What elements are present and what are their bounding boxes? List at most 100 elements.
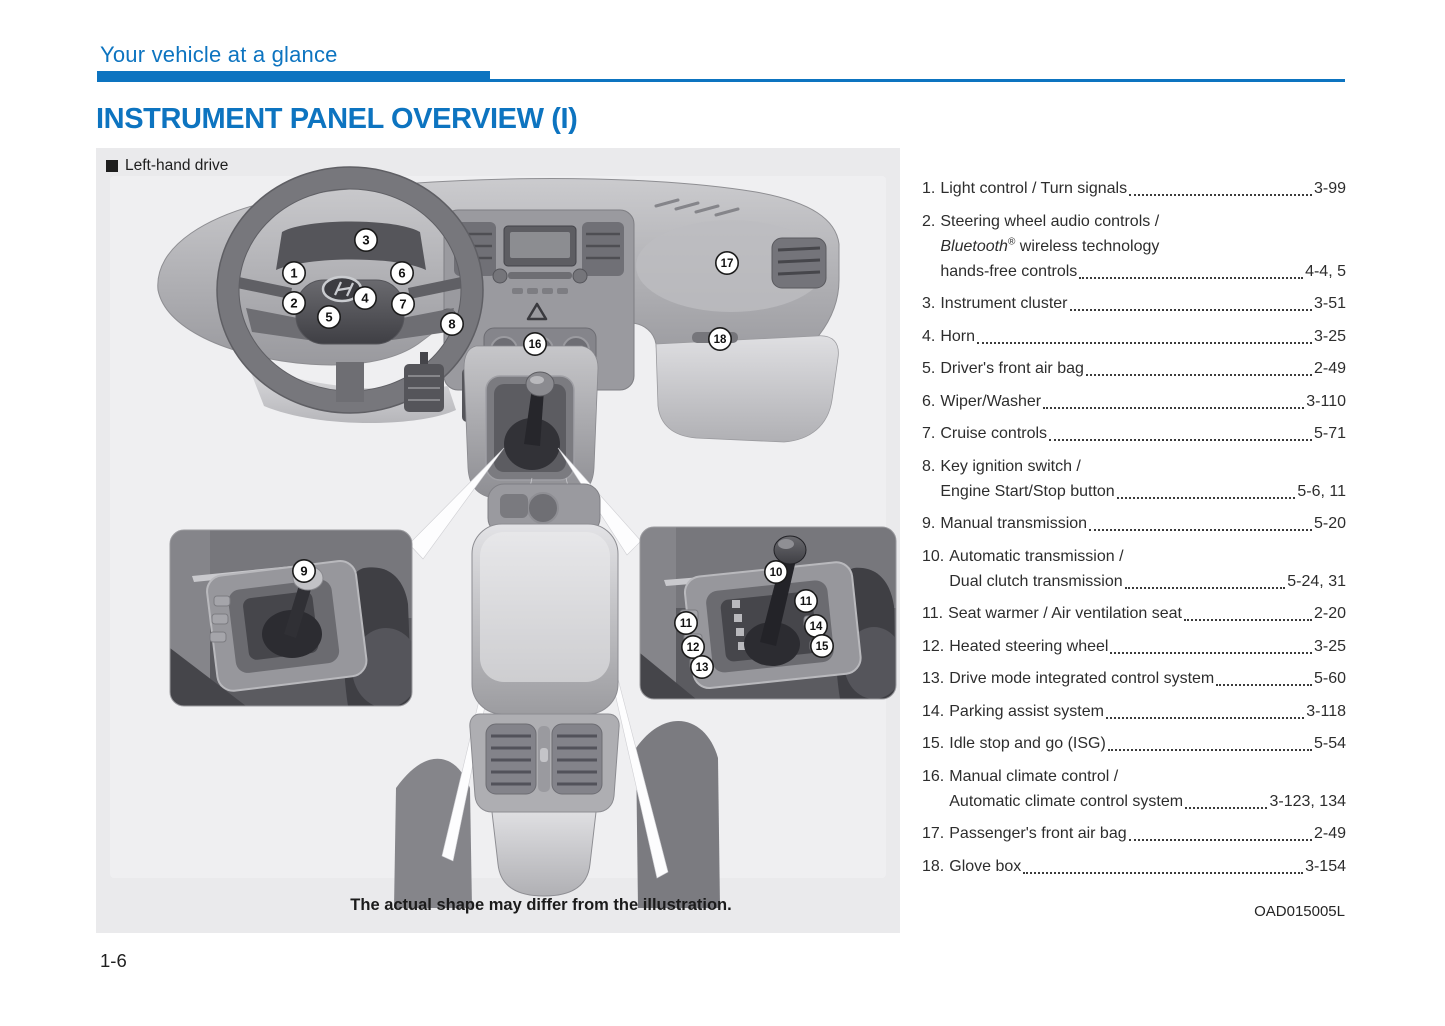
toc-item-page-ref: 5-71 bbox=[1313, 425, 1346, 442]
dot-leader bbox=[1216, 684, 1312, 686]
toc-item-number: 5. bbox=[922, 360, 936, 377]
svg-text:14: 14 bbox=[810, 621, 823, 633]
callout-16: 16 bbox=[522, 332, 547, 357]
callout-17: 17 bbox=[714, 251, 739, 276]
toc-item-label: Light control / Turn signals bbox=[940, 180, 1128, 197]
dot-leader bbox=[1107, 749, 1312, 751]
wiper-stalk bbox=[408, 276, 468, 299]
toc-item-number: 13. bbox=[922, 670, 945, 687]
toc-item: 16.Manual climate control /Automatic cli… bbox=[922, 764, 1346, 814]
drive-type-text: Left-hand drive bbox=[125, 157, 229, 174]
dot-leader bbox=[1129, 194, 1312, 196]
svg-text:5: 5 bbox=[325, 310, 332, 325]
toc-item: 7.Cruise controls 5-71 bbox=[922, 421, 1346, 446]
dot-leader bbox=[1023, 871, 1304, 874]
toc-item: 8.Key ignition switch /Engine Start/Stop… bbox=[922, 454, 1346, 504]
toc-item-label: Cruise controls bbox=[940, 425, 1048, 442]
toc-item-label: Heated steering wheel bbox=[949, 637, 1109, 655]
toc-item-label: Driver's front air bag bbox=[940, 360, 1084, 377]
toc-item-label: Glove box bbox=[949, 857, 1022, 875]
toc-item-label: Manual climate control / bbox=[949, 767, 1119, 785]
inset-automatic-transmission bbox=[639, 526, 897, 700]
turn-signal-stalk bbox=[232, 276, 292, 299]
dot-leader bbox=[1128, 839, 1312, 841]
svg-text:3: 3 bbox=[362, 233, 369, 248]
toc-item-label: Manual transmission bbox=[940, 515, 1088, 532]
callout-1: 1 bbox=[282, 261, 307, 286]
callout-12: 12 bbox=[680, 634, 705, 659]
drive-type-label: Left-hand drive bbox=[106, 157, 228, 175]
hazard-button-icon bbox=[526, 302, 548, 321]
toc-item-label: Automatic transmission / bbox=[949, 547, 1124, 565]
toc-item: 2.Steering wheel audio controls / Bluetoo… bbox=[922, 209, 1346, 284]
svg-text:2: 2 bbox=[290, 296, 297, 311]
toc-item-number: 1. bbox=[922, 180, 936, 197]
square-bullet-icon bbox=[106, 160, 118, 172]
svg-text:16: 16 bbox=[529, 339, 542, 351]
toc-item-page-ref: 5-24, 31 bbox=[1287, 572, 1346, 590]
toc-item-number: 18. bbox=[922, 857, 945, 875]
dot-leader bbox=[1185, 806, 1268, 809]
toc-item-number: 4. bbox=[922, 327, 936, 345]
toc-item: 13.Drive mode integrated control system 5… bbox=[922, 666, 1346, 691]
callout-9: 9 bbox=[292, 558, 317, 583]
toc-item-page-ref: 3-99 bbox=[1313, 180, 1346, 197]
svg-text:17: 17 bbox=[721, 258, 734, 270]
toc-item-number: 8. bbox=[922, 457, 936, 475]
dot-leader bbox=[1183, 619, 1312, 621]
dot-leader bbox=[1116, 496, 1296, 499]
toc-item: 1.Light control / Turn signals 3-99 bbox=[922, 176, 1346, 201]
toc-item-label: Wiper/Washer bbox=[940, 392, 1042, 410]
dot-leader bbox=[1049, 439, 1312, 441]
dot-leader bbox=[977, 341, 1312, 344]
dot-leader bbox=[1089, 529, 1312, 531]
side-air-vent bbox=[771, 237, 827, 289]
dot-leader bbox=[1069, 309, 1312, 311]
toc-item-page-ref: 3-110 bbox=[1306, 392, 1346, 410]
callout-15: 15 bbox=[809, 633, 834, 658]
toc-item-page-ref: 3-123, 134 bbox=[1269, 792, 1346, 810]
toc-item-number: 12. bbox=[922, 637, 945, 655]
toc-item-number: 6. bbox=[922, 392, 936, 410]
toc-item-number: 2. bbox=[922, 212, 936, 230]
toc-item-label: Parking assist system bbox=[949, 702, 1104, 720]
seat-left bbox=[394, 758, 472, 908]
svg-text:1: 1 bbox=[290, 266, 297, 281]
toc-item: 12.Heated steering wheel 3-25 bbox=[922, 634, 1346, 659]
dot-leader bbox=[1110, 651, 1312, 654]
defroster-vent bbox=[654, 198, 740, 217]
svg-text:18: 18 bbox=[714, 334, 727, 346]
header-rule bbox=[490, 79, 1345, 82]
svg-text:15: 15 bbox=[816, 641, 829, 653]
toc-item-page-ref: 3-154 bbox=[1305, 857, 1346, 875]
toc-item-page-ref: 3-25 bbox=[1313, 637, 1346, 655]
rear-air-vents bbox=[485, 723, 603, 795]
callout-13: 13 bbox=[689, 654, 714, 679]
toc-item-page-ref: 5-60 bbox=[1313, 670, 1346, 687]
toc-item-label: Steering wheel audio controls / bbox=[940, 212, 1160, 230]
steering-area bbox=[216, 166, 484, 424]
toc-item-page-ref: 5-54 bbox=[1313, 735, 1346, 752]
toc-item-label: Drive mode integrated control system bbox=[949, 670, 1215, 687]
toc-item-label: Bluetooth® wireless technology bbox=[940, 236, 1160, 255]
steering-wheel bbox=[216, 166, 484, 414]
toc-item: 10.Automatic transmission /Dual clutch t… bbox=[922, 544, 1346, 594]
toc-item-page-ref: 5-6, 11 bbox=[1297, 482, 1346, 500]
dot-leader bbox=[1085, 374, 1312, 376]
toc-item-label: Key ignition switch / bbox=[940, 457, 1081, 475]
toc-item-number: 7. bbox=[922, 425, 936, 442]
toc-item-number: 9. bbox=[922, 515, 936, 532]
glove-box bbox=[655, 332, 839, 443]
svg-text:7: 7 bbox=[399, 297, 406, 312]
callout-2: 2 bbox=[282, 291, 307, 316]
diagram-caption: The actual shape may differ from the ill… bbox=[350, 896, 732, 914]
rear-console bbox=[469, 483, 620, 897]
callout-10: 10 bbox=[763, 559, 788, 584]
